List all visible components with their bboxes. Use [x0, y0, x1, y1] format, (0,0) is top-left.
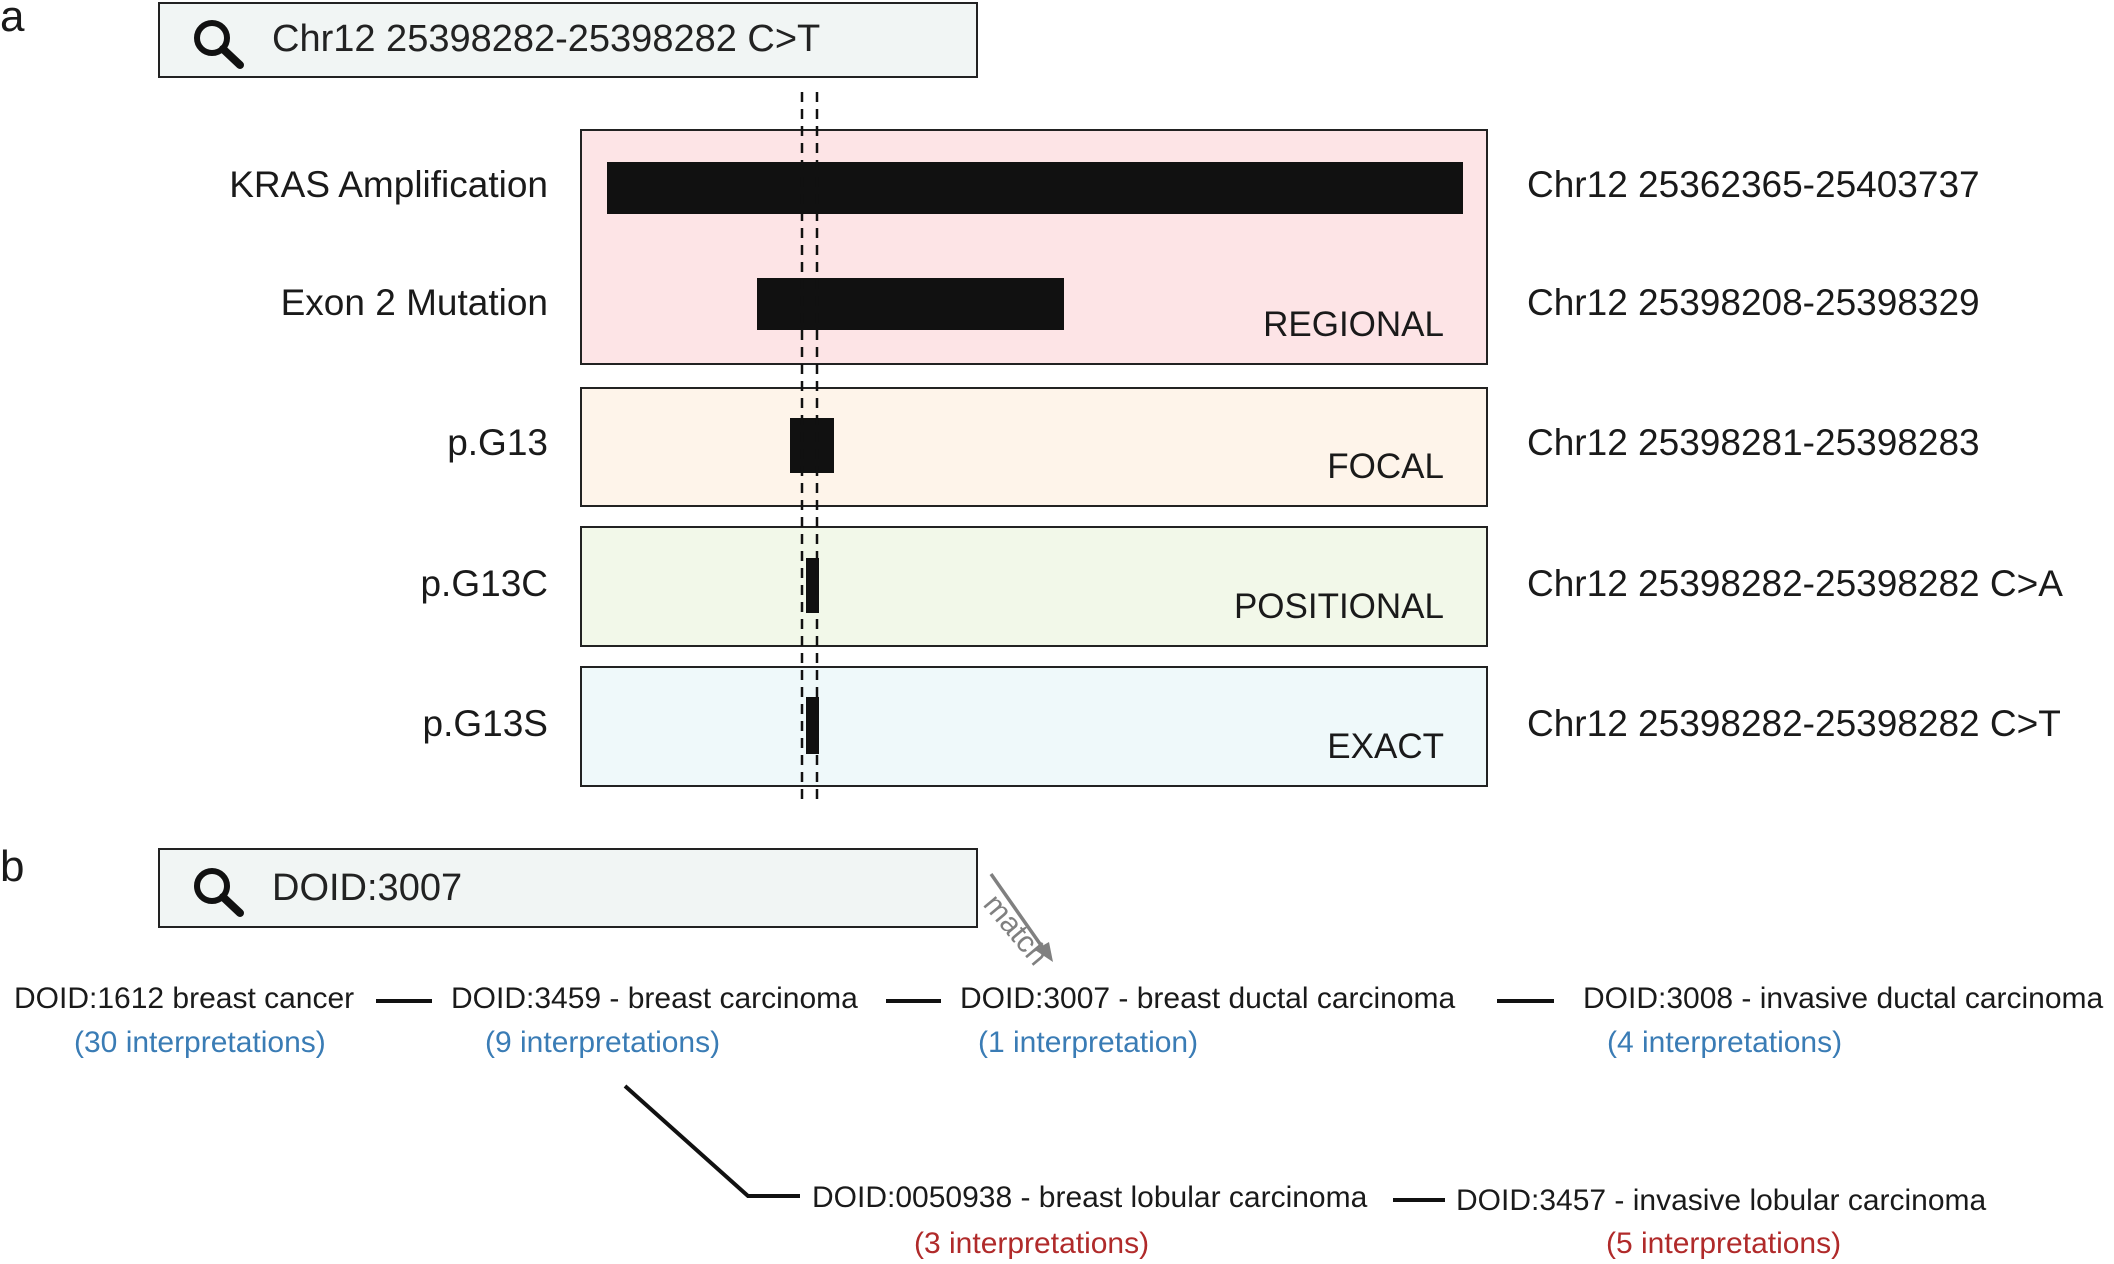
bar-exon2-mutation	[757, 278, 1064, 330]
track-coords-kras-amplification: Chr12 25362365-25403737	[1527, 164, 1980, 205]
band-exact-label: EXACT	[1327, 727, 1444, 766]
node-breast-cancer-count: (30 interpretations)	[74, 1026, 326, 1059]
node-breast-lobular-carcinoma: DOID:0050938 - breast lobular carcinoma	[812, 1181, 1368, 1214]
track-coords-p-g13s: Chr12 25398282-25398282 C>T	[1527, 703, 2061, 744]
track-coords-exon2-mutation: Chr12 25398208-25398329	[1527, 282, 1980, 323]
disease-search-query: DOID:3007	[272, 867, 463, 909]
track-label-p-g13c: p.G13C	[420, 563, 548, 604]
track-label-kras-amplification: KRAS Amplification	[229, 164, 548, 205]
node-invasive-ductal-carcinoma: DOID:3008 - invasive ductal carcinoma	[1583, 982, 2104, 1015]
track-coords-p-g13c: Chr12 25398282-25398282 C>A	[1527, 563, 2063, 604]
variant-search-query: Chr12 25398282-25398282 C>T	[272, 18, 821, 60]
track-coords-p-g13: Chr12 25398281-25398283	[1527, 422, 1980, 463]
bar-kras-amplification	[607, 162, 1463, 214]
disease-search-box[interactable]: DOID:3007	[158, 848, 978, 928]
node-breast-ductal-carcinoma-count: (1 interpretation)	[978, 1026, 1199, 1059]
match-arrow	[989, 872, 1053, 962]
bar-p-g13	[790, 418, 834, 473]
band-focal-label: FOCAL	[1327, 447, 1444, 486]
node-invasive-lobular-carcinoma: DOID:3457 - invasive lobular carcinoma	[1456, 1184, 1987, 1217]
node-invasive-lobular-carcinoma-count: (5 interpretations)	[1606, 1227, 1842, 1260]
node-breast-carcinoma: DOID:3459 - breast carcinoma	[451, 982, 858, 1015]
panel-b-letter: b	[0, 842, 25, 891]
band-exact: EXACT	[580, 666, 1488, 787]
track-label-exon2-mutation: Exon 2 Mutation	[280, 282, 548, 323]
node-breast-lobular-carcinoma-count: (3 interpretations)	[914, 1227, 1150, 1260]
band-focal: FOCAL	[580, 387, 1488, 507]
search-icon	[194, 20, 244, 69]
track-label-p-g13s: p.G13S	[422, 703, 548, 744]
search-icon	[194, 868, 244, 917]
node-breast-cancer: DOID:1612 breast cancer	[14, 982, 355, 1015]
band-positional-label: POSITIONAL	[1233, 587, 1444, 626]
node-breast-carcinoma-count: (9 interpretations)	[485, 1026, 721, 1059]
variant-search-box[interactable]: Chr12 25398282-25398282 C>T	[158, 2, 978, 78]
panel-a-letter: a	[0, 0, 25, 41]
band-regional-label: REGIONAL	[1263, 305, 1444, 344]
node-invasive-ductal-carcinoma-count: (4 interpretations)	[1607, 1026, 1843, 1059]
band-positional: POSITIONAL	[580, 526, 1488, 647]
node-breast-ductal-carcinoma: DOID:3007 - breast ductal carcinoma	[960, 982, 1456, 1015]
track-label-p-g13: p.G13	[447, 422, 548, 463]
